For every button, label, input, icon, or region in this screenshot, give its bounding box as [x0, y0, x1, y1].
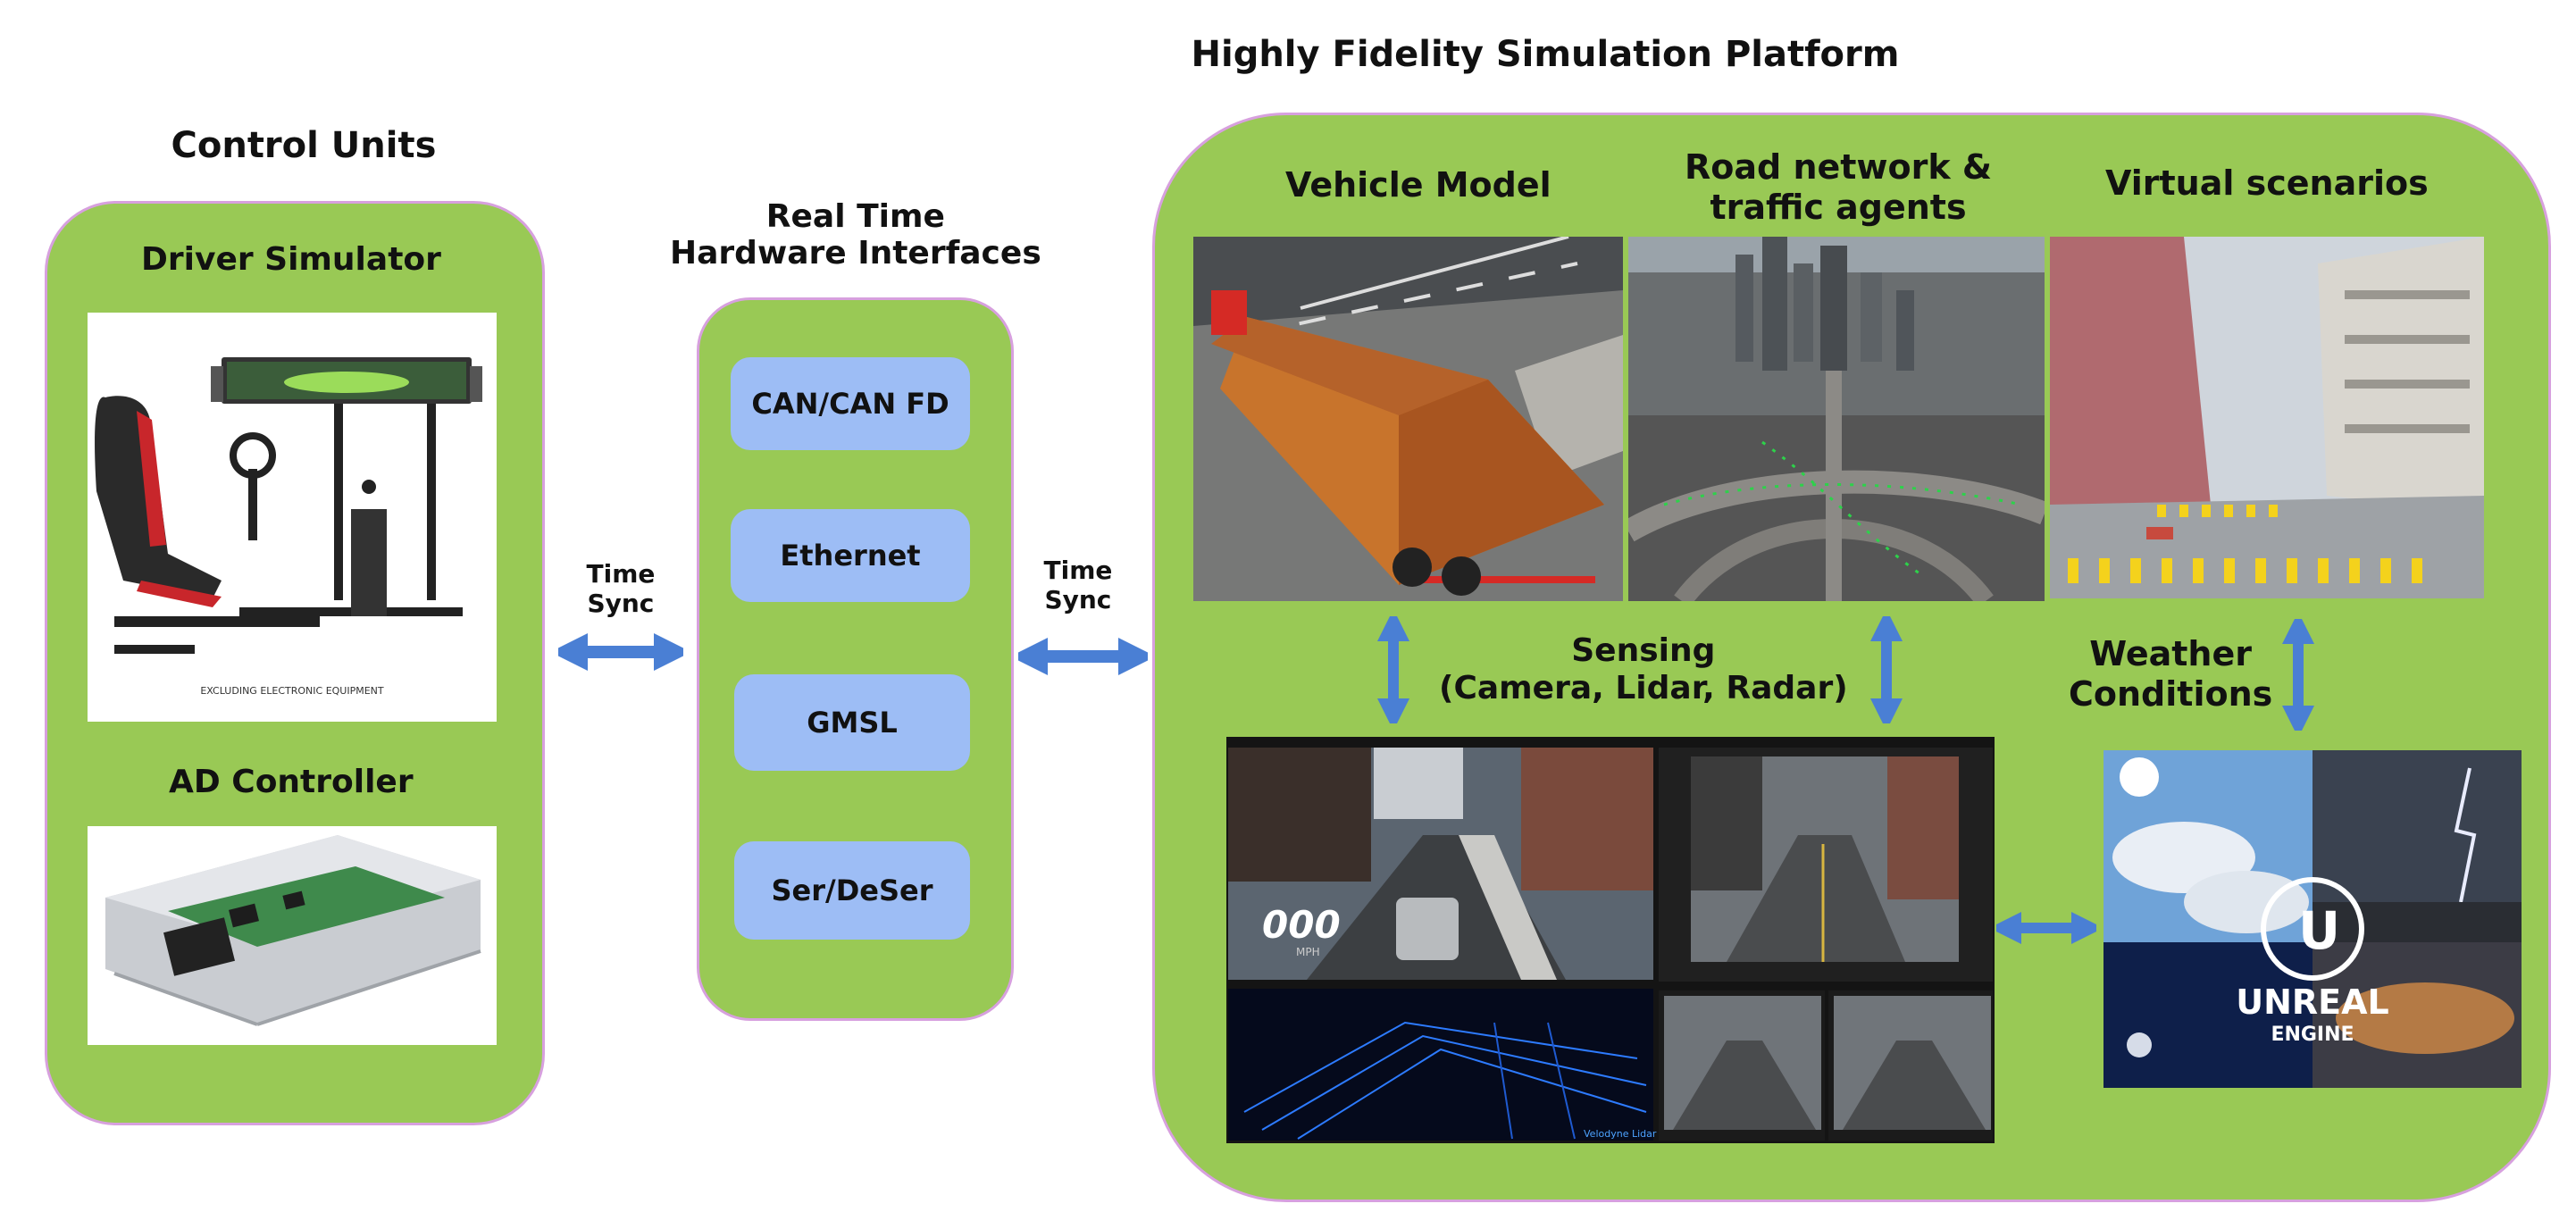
driver-simulator-caption: EXCLUDING ELECTRONIC EQUIPMENT — [200, 685, 384, 697]
driver-simulator-image: EXCLUDING ELECTRONIC EQUIPMENT — [88, 313, 497, 722]
sensing-image: 000 MPH Velodyne Lidar — [1226, 737, 1995, 1143]
control-units-title: Control Units — [171, 125, 437, 166]
ad-controller-image — [88, 826, 497, 1045]
time-sync-left-line2: Sync — [587, 589, 655, 619]
weather-conditions-image: U UNREAL ENGINE — [2103, 750, 2522, 1088]
speed-unit: MPH — [1296, 946, 1320, 958]
time-sync-right-arrow — [1018, 638, 1148, 675]
hw-interfaces-title-line1: Real Time — [765, 198, 945, 235]
time-sync-left-arrow — [558, 633, 683, 671]
time-sync-left-label: Time Sync — [587, 559, 656, 618]
time-sync-left-line1: Time — [586, 559, 656, 589]
road-network-line2: traffic agents — [1710, 187, 1967, 227]
ad-controller-label: AD Controller — [169, 764, 414, 800]
virtual-scenarios-label: Virtual scenarios — [2105, 163, 2429, 203]
time-sync-right-label: Time Sync — [1044, 556, 1113, 614]
weather-conditions-label: Weather Conditions — [2069, 634, 2272, 715]
vehicle-model-image — [1193, 237, 1623, 601]
lidar-brand: Velodyne Lidar — [1584, 1128, 1657, 1140]
virtual-scenarios-image — [2050, 237, 2484, 598]
road-network-label: Road network & traffic agents — [1685, 147, 1992, 228]
platform-title: Highly Fidelity Simulation Platform — [1191, 34, 1900, 75]
hw-interfaces-title-line2: Hardware Interfaces — [670, 235, 1041, 272]
sensing-weather-arrow — [1996, 912, 2096, 944]
road-network-line1: Road network & — [1685, 147, 1993, 187]
vehicle-sensing-arrow — [1377, 616, 1409, 723]
sensing-line2: (Camera, Lidar, Radar) — [1439, 670, 1848, 707]
hw-interfaces-title: Real Time Hardware Interfaces — [670, 198, 1041, 272]
speed-readout: 000 — [1262, 903, 1341, 947]
unreal-title: UNREAL — [2236, 982, 2389, 1022]
sensing-line1: Sensing — [1571, 632, 1716, 669]
road-sensing-arrow — [1870, 616, 1903, 723]
scenario-weather-arrow — [2282, 619, 2314, 731]
time-sync-right-line2: Sync — [1044, 585, 1112, 615]
interface-ethernet: Ethernet — [731, 509, 970, 602]
weather-line1: Weather — [2089, 634, 2252, 673]
interface-gmsl: GMSL — [734, 674, 970, 771]
driver-simulator-label: Driver Simulator — [141, 241, 441, 278]
interface-serdeser: Ser/DeSer — [734, 841, 970, 940]
road-network-image — [1628, 237, 2045, 601]
interface-can: CAN/CAN FD — [731, 357, 970, 450]
svg-text:U: U — [2298, 900, 2340, 961]
unreal-subtitle: ENGINE — [2271, 1024, 2354, 1046]
weather-line2: Conditions — [2069, 673, 2273, 714]
time-sync-right-line1: Time — [1043, 556, 1113, 585]
vehicle-model-label: Vehicle Model — [1285, 165, 1551, 205]
sensing-label: Sensing (Camera, Lidar, Radar) — [1439, 632, 1848, 708]
